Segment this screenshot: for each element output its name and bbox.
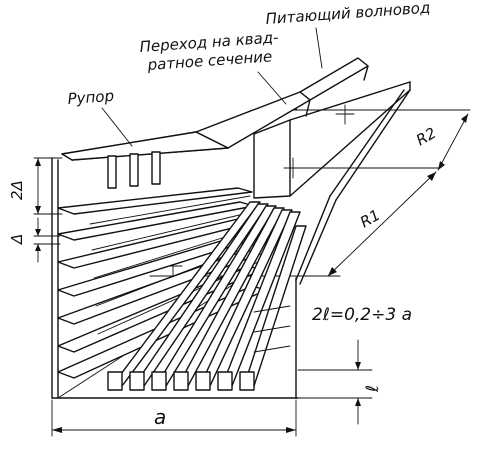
dim-2delta-label: 2Δ [8,180,26,200]
r2-label: R2 [413,124,439,150]
dim-delta-label: Δ [8,234,26,245]
dimension-r1 [327,171,437,277]
dimension-2delta [33,157,63,215]
dim-a-label: a [154,405,166,429]
feed-waveguide-label: Питающий волновод [265,0,431,28]
top-ribs [107,151,161,189]
dimension-delta [33,217,61,263]
dim-l-label: ℓ [363,385,383,393]
dimension-a [51,399,297,437]
leader-lines [101,27,323,147]
r1-label: R1 [357,206,383,232]
horn-body [51,81,471,399]
dimension-l [297,339,373,425]
horn-label: Рупор [67,87,115,108]
formula-label: 2ℓ=0,2÷3 a [312,305,412,325]
vertical-fins [107,201,307,391]
dimension-r2 [437,113,469,171]
